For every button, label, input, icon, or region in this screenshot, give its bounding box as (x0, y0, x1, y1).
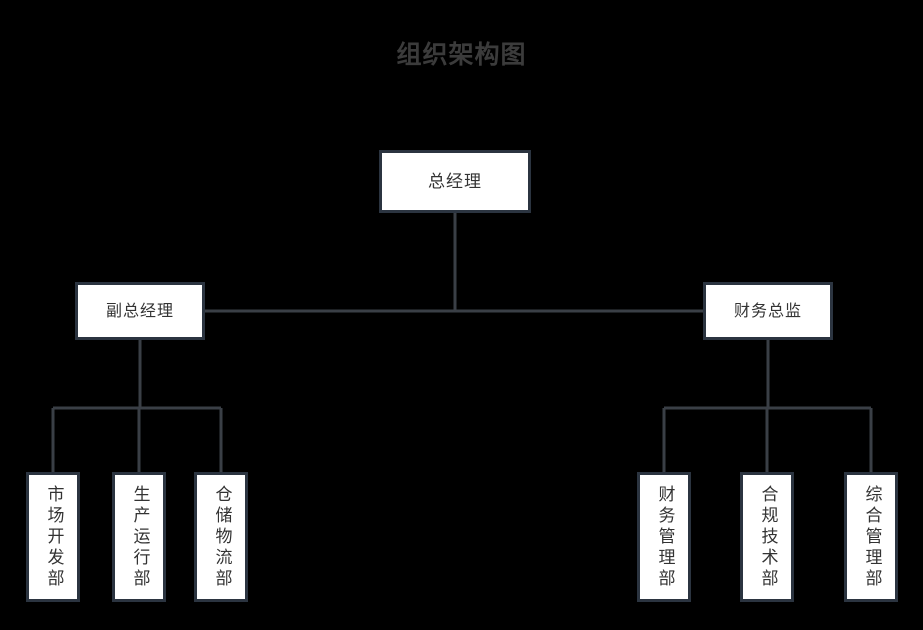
org-node-label: 生产运行部 (129, 484, 150, 590)
org-node-label: 财务总监 (733, 301, 802, 320)
org-node-label: 财务管理部 (654, 484, 675, 590)
org-node-warehouse-logistics-dept[interactable]: 仓储物流部 (194, 472, 248, 602)
org-node-deputy-general-manager[interactable]: 副总经理 (75, 282, 205, 340)
org-node-label: 副总经理 (105, 301, 174, 320)
org-node-label: 总经理 (428, 171, 482, 192)
org-node-label: 合规技术部 (757, 484, 778, 590)
org-node-financial-director[interactable]: 财务总监 (703, 282, 833, 340)
org-node-label: 市场开发部 (43, 484, 64, 590)
org-node-label: 综合管理部 (861, 484, 882, 590)
org-node-compliance-technology-dept[interactable]: 合规技术部 (740, 472, 794, 602)
org-node-general-manager[interactable]: 总经理 (379, 150, 531, 213)
org-node-label: 仓储物流部 (211, 484, 232, 590)
chart-title: 组织架构图 (396, 40, 527, 69)
org-node-finance-management-dept[interactable]: 财务管理部 (637, 472, 691, 602)
org-node-production-operations-dept[interactable]: 生产运行部 (112, 472, 166, 602)
org-node-general-management-dept[interactable]: 综合管理部 (844, 472, 898, 602)
org-node-market-development-dept[interactable]: 市场开发部 (26, 472, 80, 602)
